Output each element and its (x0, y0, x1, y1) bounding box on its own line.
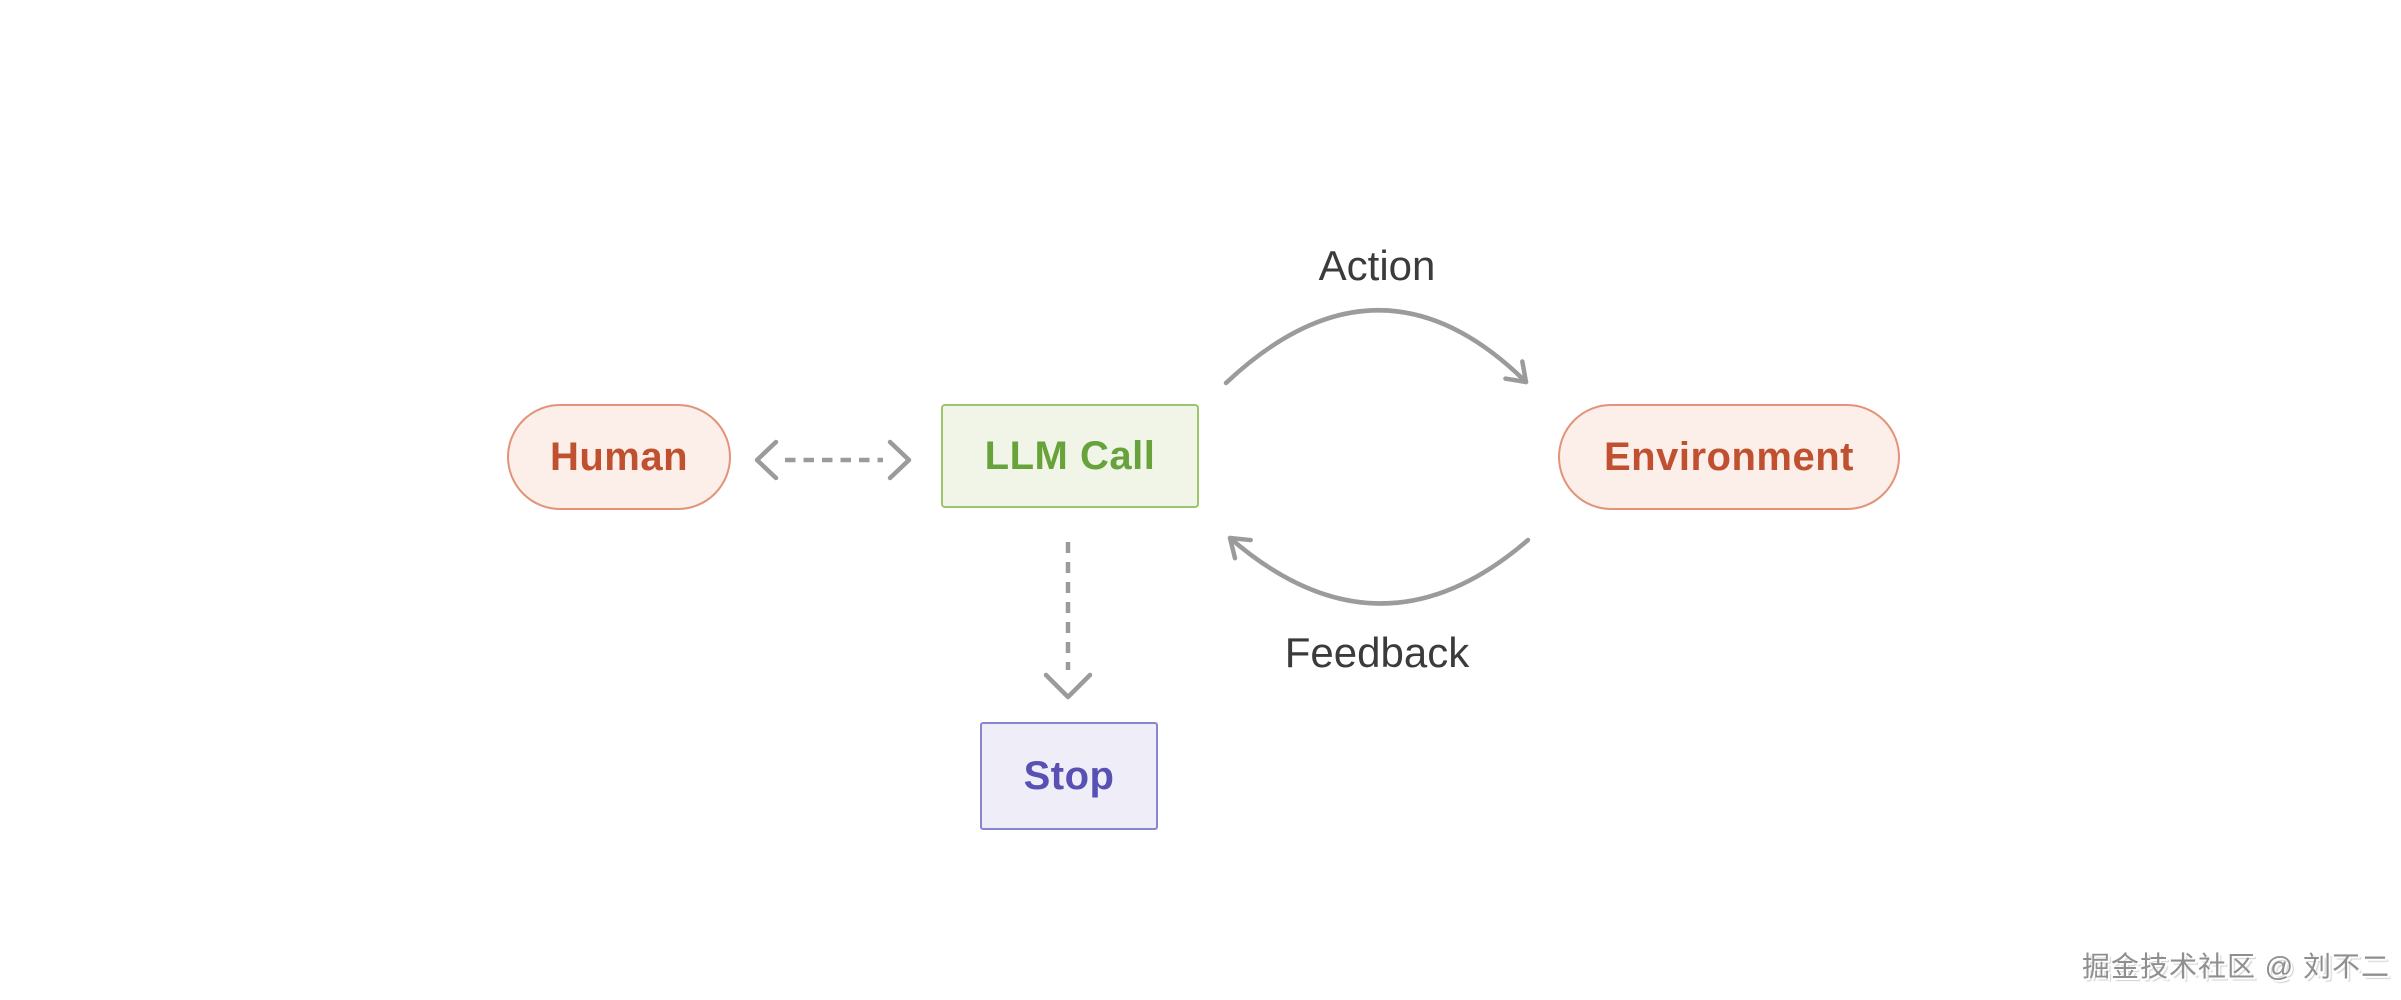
node-environment: Environment (1558, 404, 1900, 510)
arrowhead-left-icon (754, 439, 779, 481)
arrowhead-down-icon (1043, 672, 1093, 700)
arrowhead-right-icon (887, 439, 912, 481)
node-human-label: Human (549, 434, 689, 479)
node-human: Human (507, 404, 731, 510)
feedback-arc-arrow (1227, 535, 1531, 606)
human-llm-dashed-arrow (754, 439, 912, 481)
node-environment-label: Environment (1604, 434, 1854, 479)
feedback-edge-label: Feedback (1284, 629, 1470, 676)
node-stop: Stop (980, 722, 1158, 830)
node-llm-call-label: LLM Call (984, 433, 1156, 478)
llm-stop-dashed-arrow (1043, 542, 1093, 700)
node-stop-label: Stop (1023, 753, 1115, 798)
node-llm-call: LLM Call (941, 404, 1199, 508)
watermark: 掘金技术社区 @ 刘不二 (2082, 951, 2390, 982)
action-edge-label: Action (1318, 242, 1436, 289)
action-arc-arrow (1223, 308, 1529, 386)
